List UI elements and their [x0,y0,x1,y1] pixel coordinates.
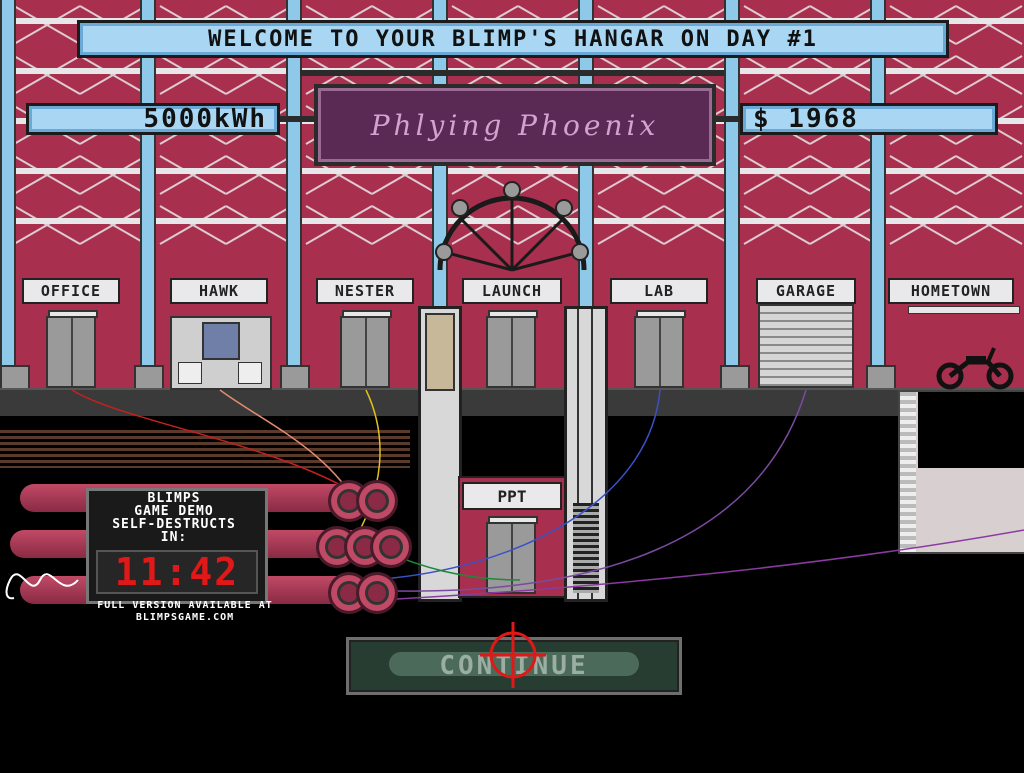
truss-brace [809,155,877,195]
truss-brace [663,155,731,195]
room-label-nester[interactable]: NESTER [316,278,414,304]
ppt-door[interactable] [486,516,538,594]
pillar [140,0,156,370]
pillar-base [280,365,310,391]
nester-door[interactable] [340,310,392,388]
money-display: $ 1968 [740,103,998,135]
truss-brace [225,205,293,245]
room-label-garage[interactable]: GARAGE [756,278,856,304]
welcome-banner: WELCOME TO YOUR BLIMP'S HANGAR ON DAY #1 [77,20,949,58]
truss-brace [743,55,811,95]
truss-brace [889,155,957,195]
truss-brace [955,55,1023,95]
hometown-rail [908,306,1020,314]
dynamite-end [356,480,398,522]
crosshair-cursor-icon [480,622,546,688]
underground-pool [898,390,1024,554]
dynamite-end [370,526,412,568]
truss-brace [79,205,147,245]
truss-brace [13,5,81,45]
truss-brace [517,205,585,245]
elevator-shaft-right [564,306,608,602]
truss-brace [79,55,147,95]
truss-brace [451,205,519,245]
fuse-icon [5,573,79,600]
truss-brace [955,205,1023,245]
truss-brace [743,205,811,245]
pillar-base [866,365,896,391]
truss-brace [159,205,227,245]
energy-display: 5000kWh [26,103,280,135]
room-label-hawk[interactable]: HAWK [170,278,268,304]
pillar [286,0,302,370]
truss-brace [225,55,293,95]
truss-brace [13,205,81,245]
lab-door[interactable] [634,310,686,388]
pillar-base [720,365,750,391]
tunnel-pipes [0,430,410,468]
office-door[interactable] [46,310,98,388]
truss-brace [79,155,147,195]
hawk-computer[interactable] [170,316,272,390]
truss-brace [955,155,1023,195]
truss-brace [13,155,81,195]
truss-brace [809,55,877,95]
garage-door[interactable] [758,304,854,388]
tape-reels-icon [202,322,240,360]
truss-brace [225,155,293,195]
hangar-floor [0,388,1024,416]
truss-brace [889,205,957,245]
pillar [724,0,740,370]
truss-brace [663,205,731,245]
truss-brace [889,55,957,95]
launch-door[interactable] [486,310,538,388]
elevator-shaft-left [418,306,462,602]
truss-brace [597,205,665,245]
pillar [870,0,886,370]
room-label-hometown[interactable]: HOMETOWN [888,278,1014,304]
blimp-name-plate: Phlying Phoenix [314,84,716,166]
bomb-wires [71,389,1024,601]
countdown-timer: 11:42 [96,550,258,594]
rail [280,116,314,122]
elevator-car[interactable] [425,313,455,391]
rail [708,116,740,122]
room-label-ppt[interactable]: PPT [462,482,562,510]
pillar [0,0,16,370]
truss-brace [13,55,81,95]
rail [300,70,724,76]
truss-brace [159,155,227,195]
truss-brace [743,155,811,195]
motorcycle-icon[interactable] [936,344,1016,390]
room-label-lab[interactable]: LAB [610,278,708,304]
truss-brace [809,205,877,245]
truss-brace [305,205,373,245]
truss-brace [955,5,1023,45]
full-version-notice[interactable]: FULL VERSION AVAILABLE AT BLIMPSGAME.COM [97,600,273,623]
truss-brace [159,55,227,95]
dynamite-end [356,572,398,614]
room-label-office[interactable]: OFFICE [22,278,120,304]
truss-brace [371,205,439,245]
elevator-spring [573,503,599,593]
bomb-title: BLIMPS GAME DEMO SELF-DESTRUCTS IN: [112,491,236,545]
room-label-launch[interactable]: LAUNCH [462,278,562,304]
launch-wheel [435,181,589,272]
